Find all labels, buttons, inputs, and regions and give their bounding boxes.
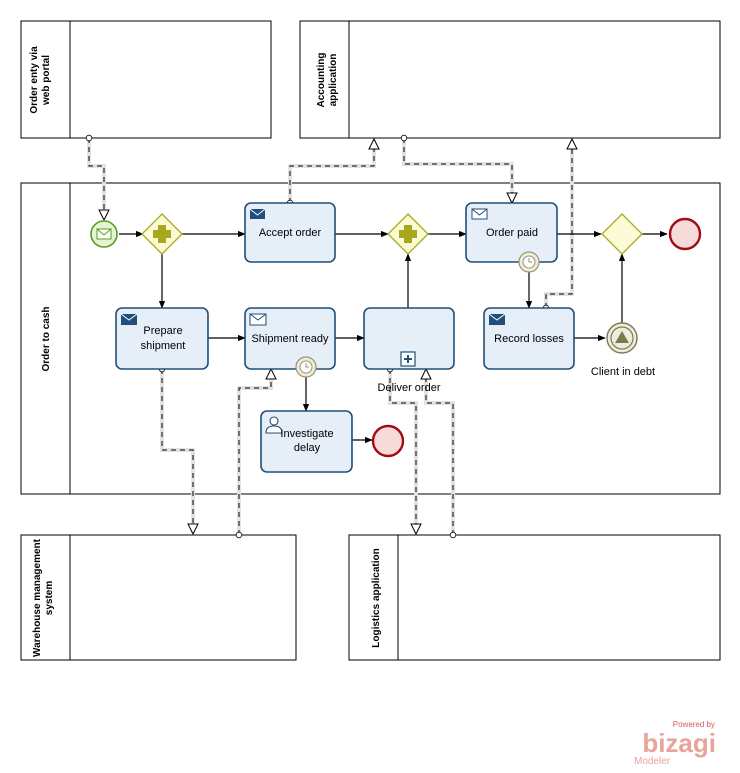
pool-label-order-to-cash: Order to cash	[41, 306, 52, 371]
task-order-paid[interactable]: Order paid	[465, 202, 558, 263]
task-accept-order[interactable]: Accept order	[244, 202, 336, 263]
receive-envelope-icon	[249, 313, 267, 326]
parallel-gateway-split[interactable]	[141, 213, 183, 255]
pool-label-accounting: Accountingapplication	[316, 53, 339, 108]
message-flow-prepare-shipment	[162, 369, 193, 534]
user-task-icon	[265, 416, 283, 434]
pool-logistics: Logistics application	[348, 534, 721, 661]
task-label-prepare-shipment-1: Prepare	[143, 325, 182, 337]
message-flow-record-losses	[546, 139, 572, 308]
task-prepare-shipment[interactable]: Prepare shipment	[115, 307, 209, 370]
powered-by-label: Powered by	[673, 720, 715, 729]
task-label-shipment-ready: Shipment ready	[251, 333, 329, 345]
message-flow-order-entry	[89, 138, 104, 220]
start-message-event[interactable]	[90, 220, 118, 248]
pool-label-warehouse: Warehouse managementsystem	[32, 538, 55, 657]
task-label-order-paid: Order paid	[486, 227, 538, 239]
end-event-delay[interactable]	[371, 424, 405, 458]
pool-label-logistics: Logistics application	[371, 548, 382, 647]
timer-boundary-event-order-paid[interactable]	[518, 251, 540, 273]
send-envelope-icon	[488, 313, 506, 325]
message-flow-accept-order	[290, 139, 374, 203]
subprocess-deliver-order[interactable]	[363, 307, 455, 370]
pool-label-order-entry-1: Order enty viaweb portal	[29, 46, 52, 114]
send-envelope-icon	[120, 313, 138, 325]
message-flow-deliver-order	[390, 369, 416, 534]
pool-accounting: Accountingapplication	[299, 20, 721, 139]
task-investigate-delay[interactable]: Investigate delay	[260, 410, 353, 473]
task-label-prepare-shipment-2: shipment	[141, 340, 186, 352]
timer-boundary-event-shipment-ready[interactable]	[295, 356, 317, 378]
task-record-losses[interactable]: Record losses	[483, 307, 575, 370]
message-flow-logistics-confirm	[426, 369, 453, 535]
receive-envelope-icon	[471, 208, 488, 220]
bizagi-logo: Powered by bizagi Modeler	[634, 720, 716, 767]
task-label-deliver-order: Deliver order	[378, 382, 441, 394]
pool-warehouse: Warehouse managementsystem	[20, 534, 297, 661]
task-label-accept-order: Accept order	[259, 227, 322, 239]
task-label-record-losses: Record losses	[494, 333, 564, 345]
exclusive-gateway[interactable]	[601, 213, 643, 255]
envelope-icon	[96, 228, 112, 240]
message-flow-shipment-ready	[239, 369, 271, 535]
task-shipment-ready[interactable]: Shipment ready	[244, 307, 336, 370]
client-in-debt-event[interactable]	[606, 322, 638, 354]
task-label-investigate-delay-2: delay	[294, 442, 321, 454]
message-flows	[89, 138, 572, 535]
expand-subprocess-icon[interactable]	[400, 351, 416, 367]
send-envelope-icon	[249, 208, 266, 219]
parallel-gateway-join[interactable]	[387, 213, 429, 255]
task-label-investigate-delay-1: Investigate	[280, 428, 333, 440]
end-event-main[interactable]	[668, 217, 702, 251]
escalation-icon	[615, 331, 629, 343]
client-in-debt-label: Client in debt	[591, 366, 655, 378]
plus-icon	[153, 225, 171, 243]
plus-icon	[399, 225, 417, 243]
message-flow-payment	[404, 138, 512, 203]
product-label: Modeler	[634, 756, 671, 767]
sequence-flows	[119, 230, 668, 444]
brand-label: bizagi	[642, 728, 716, 758]
pool-order-entry: Order enty viaweb portal	[20, 20, 272, 139]
